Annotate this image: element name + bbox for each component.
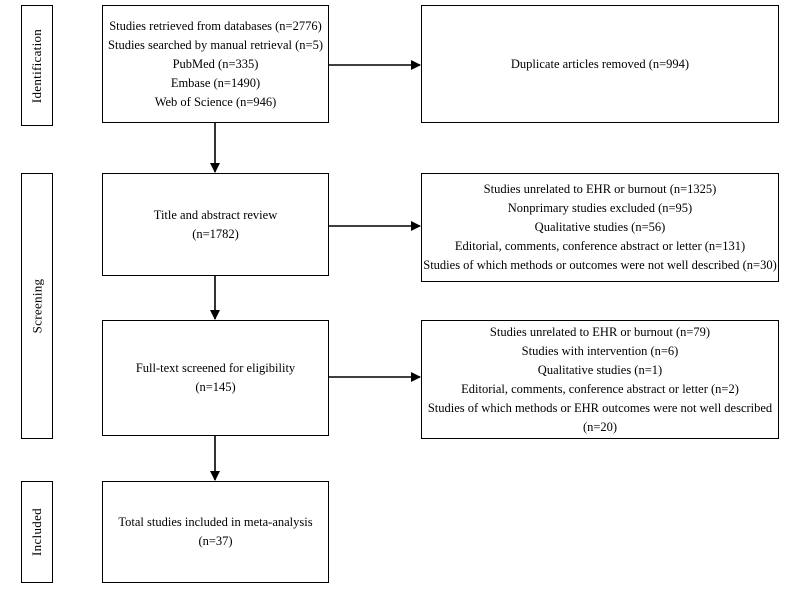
box-line: (n=37)	[198, 534, 233, 548]
box-line: Duplicate articles removed (n=994)	[510, 56, 690, 71]
full-text-box: Full-text screened for eligibility (n=14…	[102, 320, 329, 436]
box-line: Web of Science (n=946)	[154, 94, 277, 109]
included-box: Total studies included in meta-analysis …	[102, 481, 329, 583]
box-line: (n=1782)	[192, 226, 239, 241]
stage-identification: Identification	[21, 5, 53, 126]
full-text-excluded-box: Studies unrelated to EHR or burnout (n=7…	[421, 320, 779, 439]
box-line: Full-text screened for eligibility	[135, 361, 296, 375]
box-line: Qualitative studies (n=56)	[534, 220, 666, 234]
box-line: Nonprimary studies excluded (n=95)	[507, 201, 693, 215]
box-line: Qualitative studies (n=1)	[537, 362, 663, 377]
stage-screening: Screening	[21, 173, 53, 439]
title-abstract-excluded-box: Studies unrelated to EHR or burnout (n=1…	[421, 173, 779, 282]
title-abstract-box: Title and abstract review (n=1782)	[102, 173, 329, 276]
box-line: Studies unrelated to EHR or burnout (n=7…	[489, 324, 711, 339]
box-line: Studies with intervention (n=6)	[521, 343, 679, 358]
box-line: Studies unrelated to EHR or burnout (n=1…	[483, 182, 717, 196]
box-line: Studies of which methods or outcomes wer…	[423, 258, 777, 272]
identification-box: Studies retrieved from databases (n=2776…	[102, 5, 329, 123]
box-line: Editorial, comments, conference abstract…	[454, 239, 746, 253]
box-line: Studies retrieved from databases (n=2776…	[109, 18, 322, 33]
box-line: (n=145)	[195, 380, 236, 394]
box-line: PubMed (n=335)	[172, 56, 259, 71]
box-line: Studies searched by manual retrieval (n=…	[108, 37, 323, 52]
box-line: Embase (n=1490)	[170, 75, 261, 90]
stage-included: Included	[21, 481, 53, 583]
box-line: Title and abstract review	[153, 207, 278, 222]
box-line: (n=20)	[582, 419, 618, 434]
box-line: Editorial, comments, conference abstract…	[461, 381, 739, 396]
box-line: Studies of which methods or EHR outcomes…	[427, 400, 773, 415]
duplicates-box: Duplicate articles removed (n=994)	[421, 5, 779, 123]
box-line: Total studies included in meta-analysis	[118, 515, 313, 529]
